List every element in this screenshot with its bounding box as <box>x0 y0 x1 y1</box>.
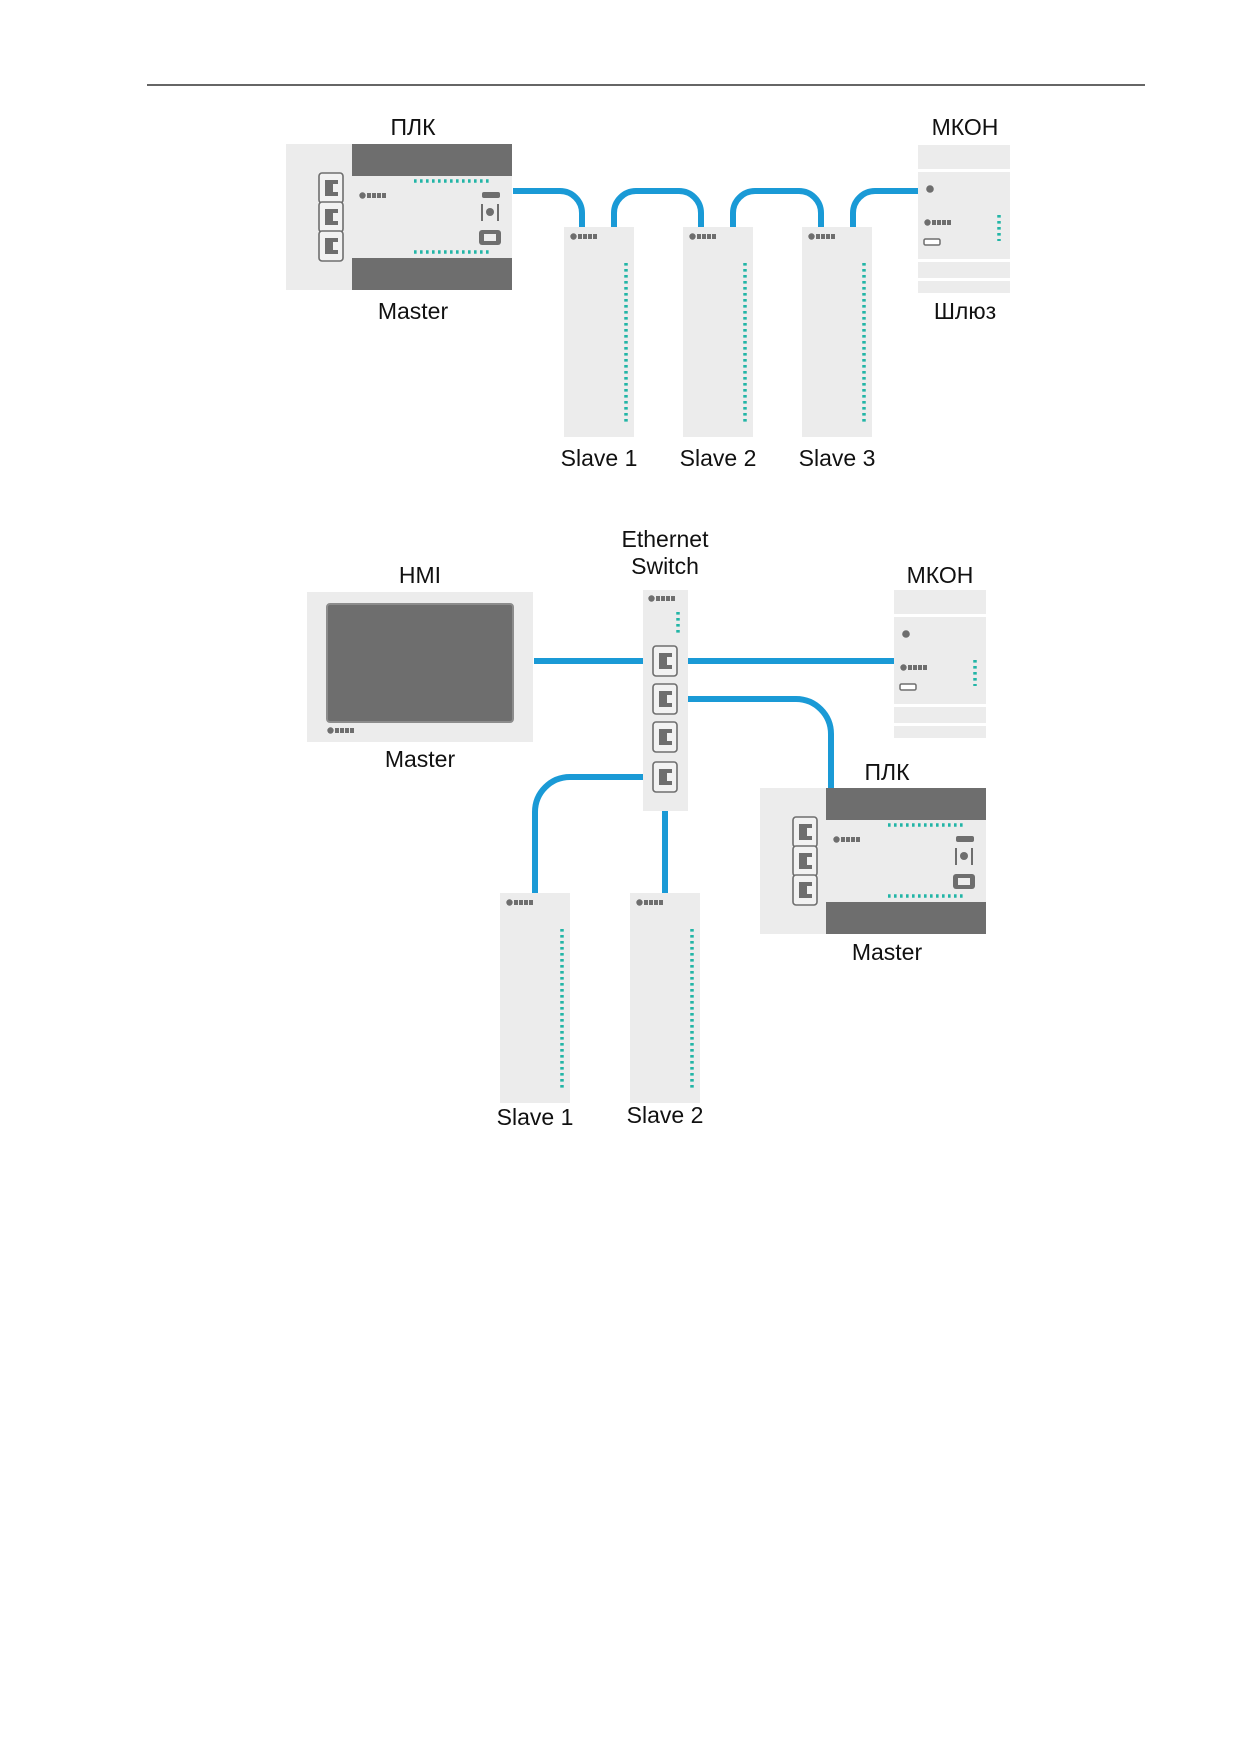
plc-device-2 <box>760 788 986 934</box>
slave-device-2-2 <box>630 893 700 1103</box>
diagram-1-daisy-chain: ПЛК Master Slave 1 Slave 2 Slave 3 МКОН … <box>286 114 1010 471</box>
hmi-role: Master <box>385 746 456 772</box>
ethernet-switch <box>643 590 688 811</box>
mkon-gateway-1 <box>918 145 1010 293</box>
slave-label-2-2: Slave 2 <box>627 1102 704 1128</box>
slave-device-1-2 <box>683 227 753 437</box>
plc-role-2: Master <box>852 939 923 965</box>
plc-role-1: Master <box>378 298 449 324</box>
slave-device-1-3 <box>802 227 872 437</box>
plc-title-1: ПЛК <box>390 114 436 140</box>
switch-label-line2: Switch <box>631 553 699 579</box>
plc-title-2: ПЛК <box>864 759 910 785</box>
diagram-2-star: HMI Master Ethernet Switch МКОН ПЛК Mast… <box>307 526 986 1130</box>
mkon-title-1: МКОН <box>932 114 999 140</box>
slave-device-1-1 <box>564 227 634 437</box>
plc-device-1 <box>286 144 512 290</box>
slave-label-1-2: Slave 2 <box>680 445 757 471</box>
mkon-title-2: МКОН <box>907 562 974 588</box>
hmi-title: HMI <box>399 562 441 588</box>
slave-label-1-1: Slave 1 <box>561 445 638 471</box>
switch-label-line1: Ethernet <box>622 526 710 552</box>
cables-2 <box>532 658 894 893</box>
mkon-gateway-2 <box>894 590 986 738</box>
hmi-panel <box>307 592 533 742</box>
slave-label-2-1: Slave 1 <box>497 1104 574 1130</box>
slave-label-1-3: Slave 3 <box>799 445 876 471</box>
cables-1 <box>513 188 918 227</box>
slave-device-2-1 <box>500 893 570 1103</box>
mkon-role-1: Шлюз <box>934 298 996 324</box>
